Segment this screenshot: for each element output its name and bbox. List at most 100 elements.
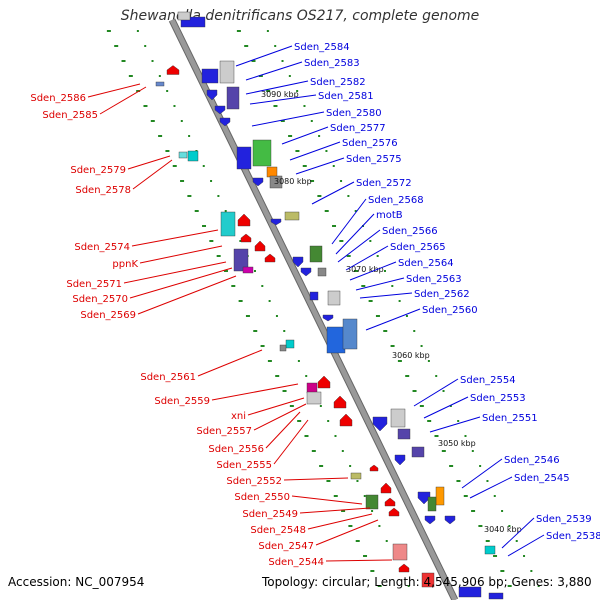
leader-line [245, 80, 309, 95]
track-tick [412, 390, 417, 392]
track-tick [341, 450, 344, 452]
track-tick [180, 180, 185, 182]
gene-feature [284, 211, 300, 221]
track-tick [493, 495, 496, 497]
gene-feature [421, 572, 435, 588]
track-tick [463, 495, 468, 497]
right-gene-label: Sden_2538 [546, 531, 600, 542]
track-tick [398, 300, 401, 302]
track-tick [449, 405, 452, 407]
gene-feature [317, 267, 327, 277]
gene-feature [180, 16, 206, 28]
track-tick [523, 555, 526, 557]
track-tick [340, 180, 343, 182]
track-tick [302, 165, 307, 167]
track-tick [375, 315, 380, 317]
gene-feature [178, 151, 188, 159]
gene-feature [187, 150, 199, 162]
track-tick [311, 450, 316, 452]
track-tick [456, 480, 461, 482]
leader-line [251, 111, 325, 127]
track-tick [280, 120, 285, 122]
gene-feature-arrow [206, 89, 218, 101]
track-tick [319, 465, 324, 467]
track-tick [449, 465, 454, 467]
track-tick [275, 315, 278, 317]
leader-line [127, 155, 171, 170]
gene-feature [242, 266, 254, 274]
track-tick [187, 195, 192, 197]
track-tick [324, 210, 329, 212]
leader-line [507, 534, 545, 557]
track-tick [383, 330, 388, 332]
leader-line [265, 411, 301, 449]
track-tick [370, 570, 375, 572]
track-tick [216, 255, 221, 257]
gene-feature [458, 586, 482, 598]
gene-feature [201, 68, 219, 84]
track-tick [442, 390, 445, 392]
leader-line [423, 396, 469, 419]
left-gene-label: Sden_2574 [74, 242, 130, 253]
left-gene-label: Sden_2550 [234, 492, 290, 503]
track-tick [508, 525, 511, 527]
left-gene-label: ppnK [112, 259, 138, 270]
track-tick [267, 360, 272, 362]
track-tick [378, 525, 381, 527]
track-tick [413, 330, 416, 332]
leader-line [355, 277, 405, 291]
track-tick [251, 60, 256, 62]
gene-feature-arrow [252, 177, 264, 187]
leader-line [99, 86, 147, 115]
track-tick [245, 315, 250, 317]
left-gene-label: Sden_2549 [242, 509, 298, 520]
left-gene-label: Sden_2555 [216, 460, 272, 471]
track-tick [478, 525, 483, 527]
track-tick [296, 90, 299, 92]
track-tick [158, 75, 161, 77]
track-tick [261, 285, 264, 287]
gene-feature-arrow [254, 240, 266, 252]
gene-feature-arrow [166, 65, 180, 75]
right-gene-label: Sden_2581 [318, 91, 374, 102]
gene-feature [488, 592, 504, 600]
gene-feature-arrow [388, 507, 400, 517]
gene-feature [327, 290, 341, 306]
leader-line [501, 517, 535, 549]
gene-feature [226, 86, 240, 110]
track-tick [368, 300, 373, 302]
left-gene-label: Sden_2571 [66, 279, 122, 290]
leader-line [197, 349, 263, 377]
track-tick [371, 510, 374, 512]
gene-feature-arrow [339, 413, 353, 427]
left-gene-label: Sden_2586 [30, 93, 86, 104]
track-tick [288, 135, 293, 137]
track-tick [202, 225, 207, 227]
track-tick [305, 375, 308, 377]
right-gene-label: Sden_2546 [504, 455, 560, 466]
gene-feature [365, 494, 379, 510]
track-tick [390, 345, 395, 347]
gene-feature [309, 245, 323, 263]
right-gene-label: Sden_2584 [294, 42, 350, 53]
track-tick [363, 495, 366, 497]
gene-feature-arrow [380, 482, 392, 494]
left-gene-label: Sden_2557 [196, 426, 252, 437]
track-tick [471, 510, 476, 512]
gene-feature [306, 382, 318, 394]
track-tick [479, 465, 482, 467]
track-tick [348, 525, 353, 527]
track-tick [236, 30, 241, 32]
track-tick [275, 375, 280, 377]
scale-label: 3090 kbp [261, 90, 299, 99]
track-tick [435, 375, 438, 377]
right-gene-label: Sden_2554 [460, 375, 516, 386]
track-tick [326, 480, 331, 482]
track-tick [106, 30, 111, 32]
leader-line [315, 519, 379, 546]
gene-feature-arrow [214, 105, 226, 115]
right-label-leaders [235, 45, 545, 557]
track-tick [486, 480, 489, 482]
leader-line [325, 559, 393, 562]
track-tick [158, 135, 163, 137]
